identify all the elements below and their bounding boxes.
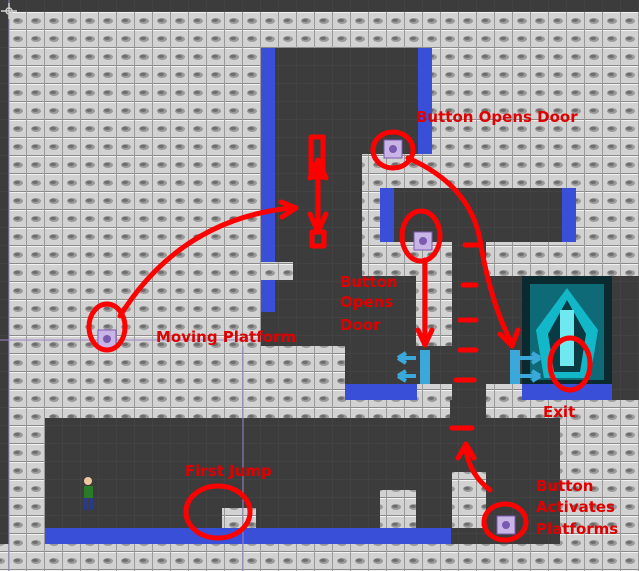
- button-bottom[interactable]: [496, 515, 516, 535]
- label-button-opens-door-mid-1: Button: [340, 273, 397, 291]
- label-moving-platform: Moving Platform: [156, 328, 296, 346]
- label-button-activates-2: Activates: [536, 498, 615, 516]
- brick-walls: [0, 12, 639, 571]
- button-middle[interactable]: [413, 231, 433, 251]
- label-button-opens-door-mid-3: Door: [340, 316, 381, 334]
- label-button-opens-door-mid-2: Opens: [340, 293, 393, 311]
- label-exit: Exit: [543, 403, 575, 421]
- label-button-activates-1: Button: [536, 477, 593, 495]
- label-button-opens-door-top: Button Opens Door: [416, 108, 578, 126]
- player-character[interactable]: [84, 477, 93, 510]
- editor-guides: [0, 0, 260, 571]
- moving-platform-right[interactable]: [510, 350, 542, 384]
- annotation-strokes: [86, 129, 593, 543]
- label-first-jump: First Jump: [185, 462, 272, 480]
- moving-platform-button[interactable]: [97, 329, 117, 349]
- label-button-activates-3: Platforms: [536, 520, 618, 538]
- origin-gizmo-icon: [1, 3, 17, 19]
- moving-platform-left[interactable]: [396, 350, 430, 384]
- button-top[interactable]: [383, 139, 403, 159]
- exit-portal[interactable]: [522, 276, 612, 384]
